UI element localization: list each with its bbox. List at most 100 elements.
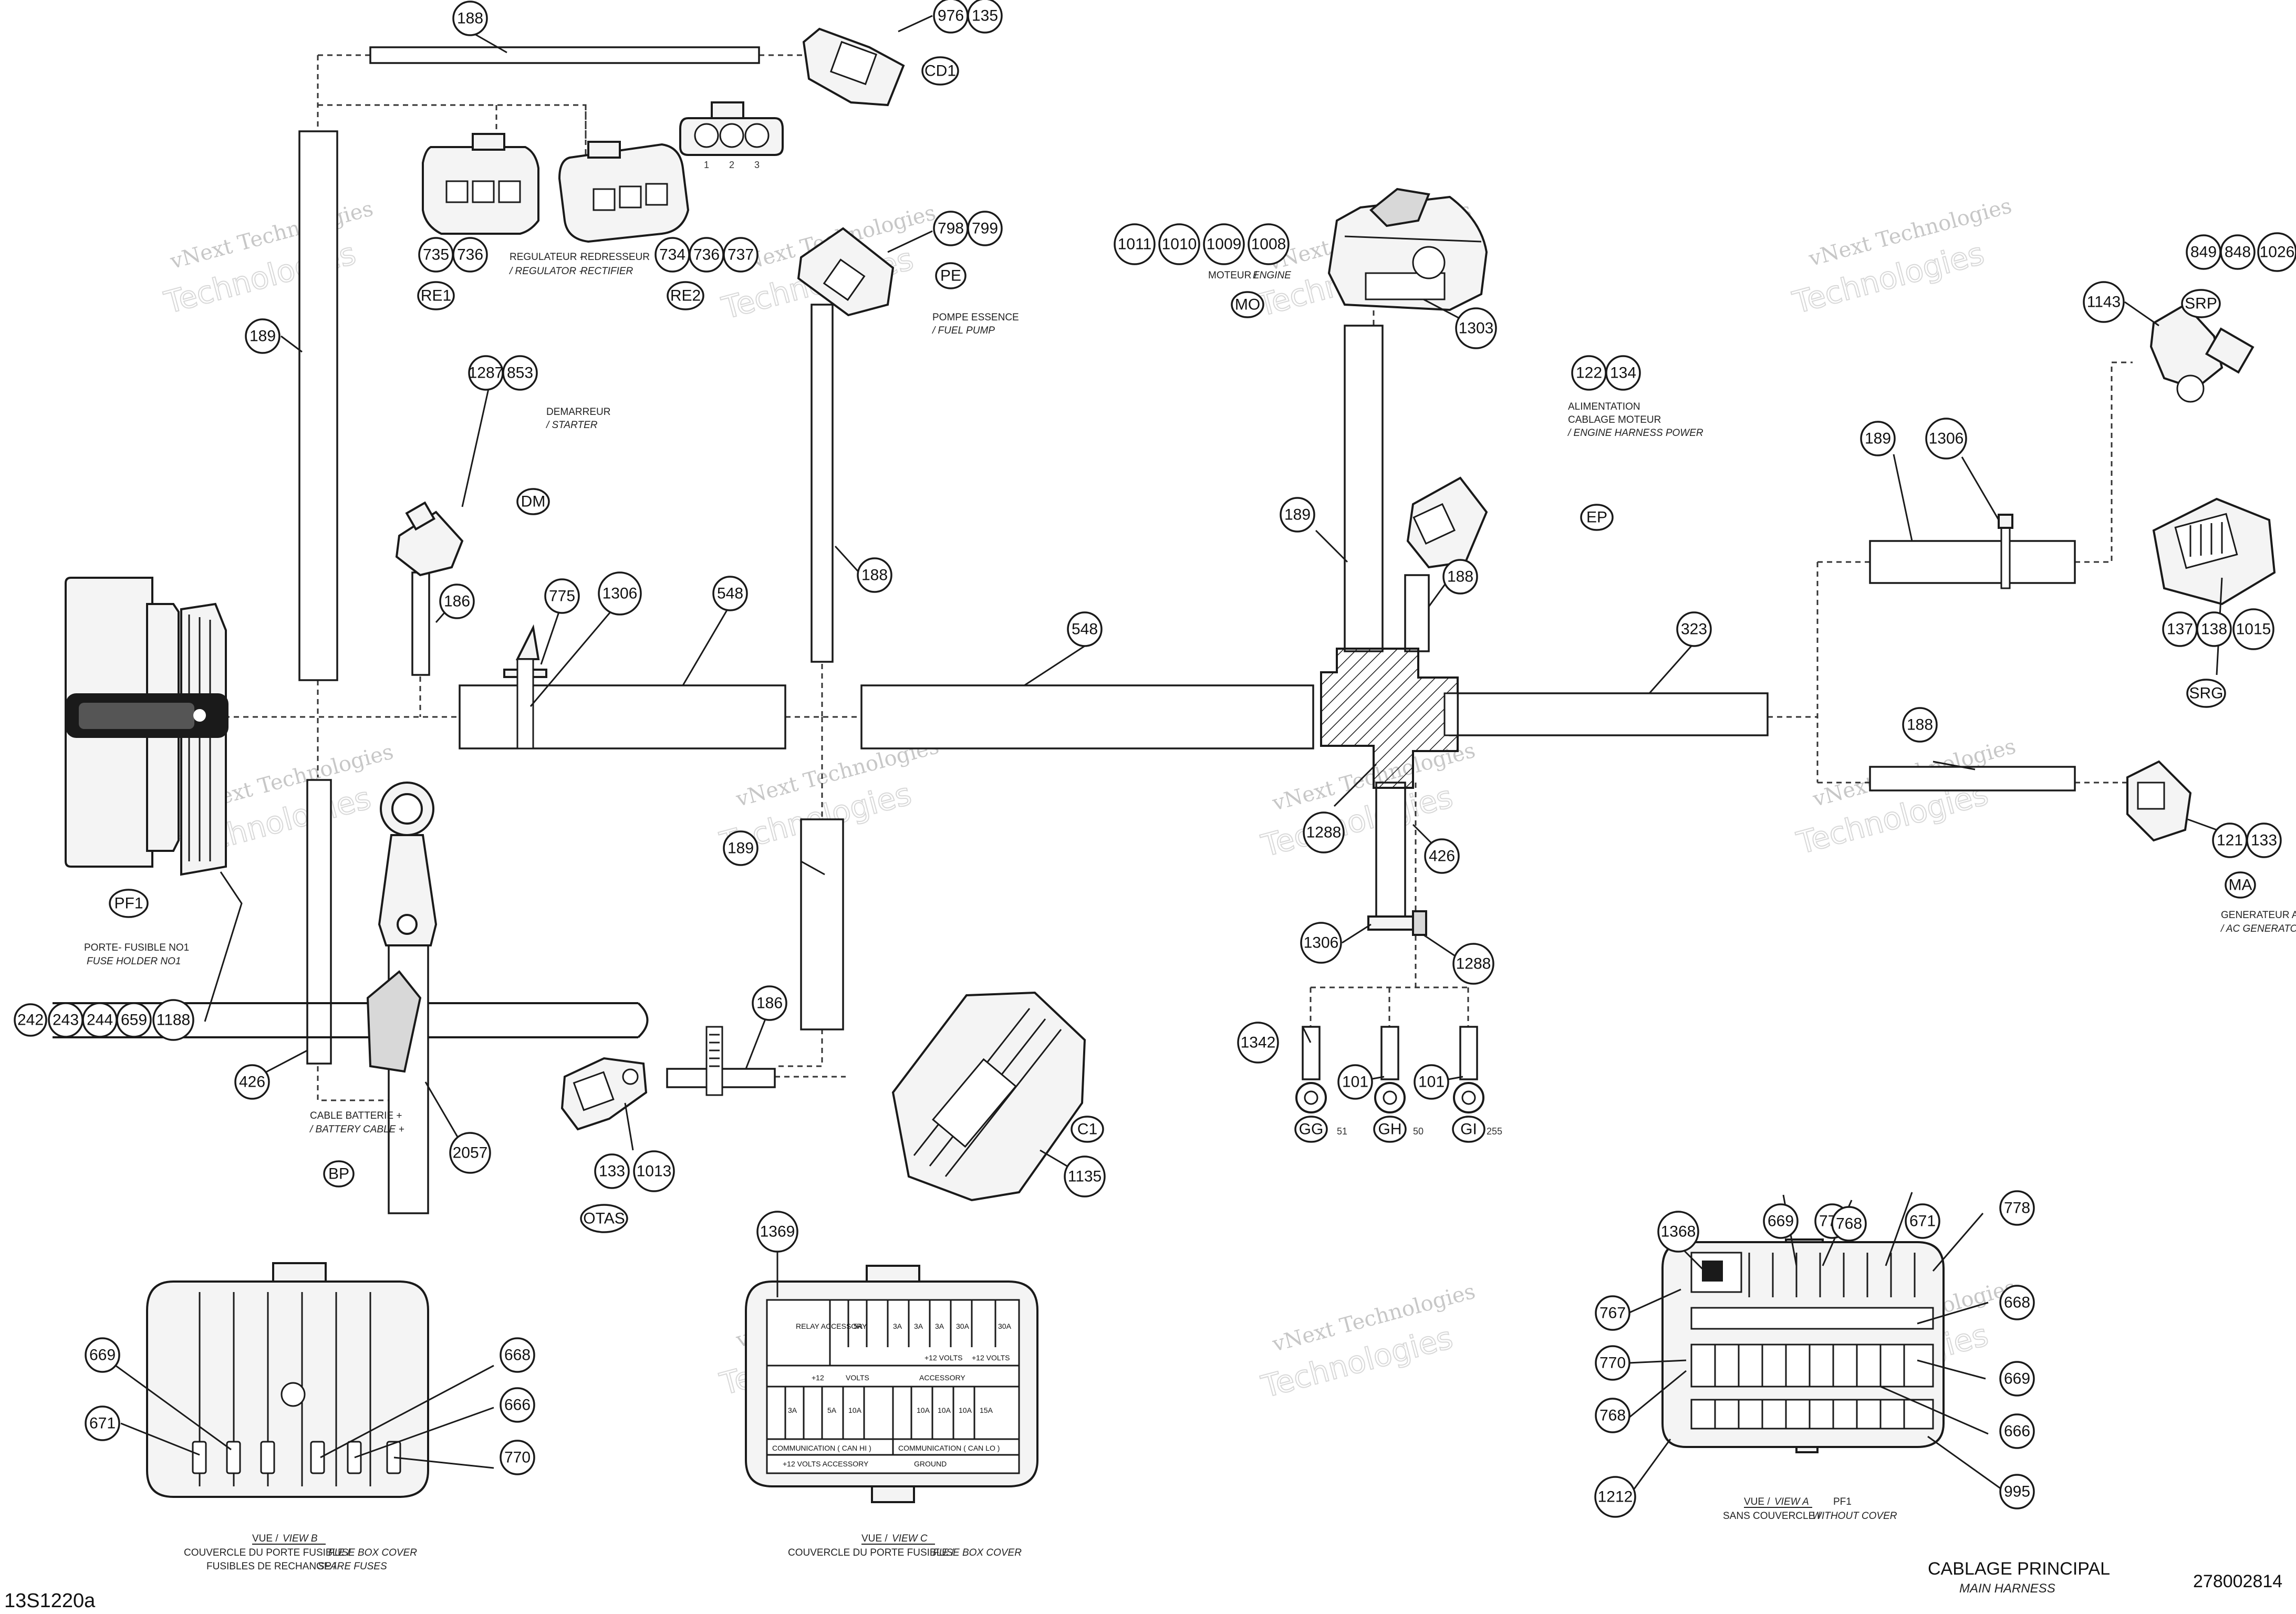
tube-188-mid xyxy=(811,304,834,663)
connector-re1 xyxy=(422,133,539,235)
svg-text:VUE /: VUE / xyxy=(252,1533,278,1544)
callout-548-left: 548 xyxy=(712,576,748,611)
svg-text:669: 669 xyxy=(2004,1370,2030,1388)
tubes xyxy=(298,46,2076,1088)
svg-text:1026: 1026 xyxy=(2260,244,2295,261)
svg-text:134: 134 xyxy=(1610,365,1636,382)
svg-text:133: 133 xyxy=(599,1163,625,1180)
svg-text:242: 242 xyxy=(17,1012,44,1029)
svg-text:995: 995 xyxy=(2004,1483,2030,1501)
label-alim-1: ALIMENTATION xyxy=(1568,401,1640,412)
svg-text:2057: 2057 xyxy=(453,1144,488,1162)
svg-text:849: 849 xyxy=(2190,244,2217,261)
svg-text:GG: GG xyxy=(1299,1121,1324,1138)
tube-189-mid xyxy=(1344,325,1384,652)
label-alim-3: / ENGINE HARNESS POWER xyxy=(1567,428,1703,439)
tube-189-low xyxy=(800,818,844,1030)
callout-849: 849 xyxy=(2186,234,2221,270)
caption-view-c: VUE / VIEW C COUVERCLE DU PORTE FUSIBLE … xyxy=(788,1533,1022,1558)
callout-848: 848 xyxy=(2220,234,2256,270)
svg-text:DM: DM xyxy=(521,493,546,511)
tie-1306-low xyxy=(1367,910,1427,936)
label-demarreur-fr: DEMARREUR xyxy=(546,407,610,418)
svg-text:186: 186 xyxy=(444,593,470,610)
svg-text:10A: 10A xyxy=(938,1406,951,1414)
callout-1288-top: 1288 xyxy=(1303,811,1345,853)
callout-122: 122 xyxy=(1571,355,1607,391)
callout-188-eng: 188 xyxy=(1442,559,1478,595)
svg-text:1288: 1288 xyxy=(1306,824,1342,841)
svg-text:736: 736 xyxy=(457,246,483,264)
callout-426-left: 426 xyxy=(234,1064,270,1100)
callout-188-mid: 188 xyxy=(857,557,892,593)
callout-659: 659 xyxy=(116,1002,152,1038)
callout-189-left: 189 xyxy=(245,318,280,354)
svg-text:666: 666 xyxy=(504,1397,531,1414)
svg-text:135: 135 xyxy=(972,7,998,25)
callout-734: 734 xyxy=(654,237,690,273)
svg-text:1303: 1303 xyxy=(1459,320,1494,337)
callout-2057: 2057 xyxy=(449,1132,491,1174)
callout-1306-right: 1306 xyxy=(1925,418,1967,460)
svg-text:799: 799 xyxy=(972,220,998,237)
callout-1013: 1013 xyxy=(633,1150,675,1192)
callout-1009: 1009 xyxy=(1203,223,1245,265)
label-demarreur-en: / STARTER xyxy=(545,420,598,431)
svg-text:768: 768 xyxy=(1836,1215,1862,1233)
callout-242: 242 xyxy=(14,1003,47,1037)
callout-133-right: 133 xyxy=(2246,822,2282,858)
code-cd1: CD1 xyxy=(921,56,959,86)
svg-text:737: 737 xyxy=(728,246,754,264)
code-ep: EP xyxy=(1580,504,1614,531)
svg-text:1306: 1306 xyxy=(602,585,638,602)
svg-text:COUVERCLE DU PORTE FUSIBLE /: COUVERCLE DU PORTE FUSIBLE / xyxy=(184,1547,350,1558)
label-regulateur-fr: REGULATEUR - xyxy=(510,252,583,263)
svg-text:10A: 10A xyxy=(959,1406,972,1414)
label-gen-fr: GENERATEUR AC xyxy=(2221,910,2296,921)
tube-548-left xyxy=(459,684,786,749)
callout-135: 135 xyxy=(967,0,1003,34)
connector-cd1 xyxy=(802,27,905,107)
svg-text:666: 666 xyxy=(2004,1423,2030,1440)
svg-text:MO: MO xyxy=(1235,296,1260,314)
svg-text:668: 668 xyxy=(2004,1294,2030,1311)
svg-text:189: 189 xyxy=(1865,430,1891,447)
label-redresseur-en: RECTIFIER xyxy=(580,266,633,277)
svg-text:1188: 1188 xyxy=(157,1012,191,1029)
svg-text:EP: EP xyxy=(1586,509,1607,526)
svg-text:15A: 15A xyxy=(980,1406,993,1414)
callout-736a: 736 xyxy=(452,237,488,273)
label-pompe-fr: POMPE ESSENCE xyxy=(932,312,1019,323)
figure-id: 13S1220a xyxy=(4,1590,96,1612)
code-pf1: PF1 xyxy=(109,889,149,918)
svg-text:VUE /: VUE / xyxy=(861,1533,888,1544)
callout-101a: 101 xyxy=(1337,1064,1373,1100)
callout-134: 134 xyxy=(1605,355,1641,391)
callout-426-mid: 426 xyxy=(1424,838,1460,874)
svg-text:1015: 1015 xyxy=(2236,621,2271,638)
code-srp: SRP xyxy=(2181,289,2221,318)
code-pe: PE xyxy=(935,262,967,289)
callout-138: 138 xyxy=(2196,611,2232,647)
code-re2: RE2 xyxy=(667,281,704,310)
callout-1287: 1287 xyxy=(468,355,504,391)
callout-995: 995 xyxy=(1999,1474,2035,1509)
tie-1306-right xyxy=(1998,514,2013,589)
svg-text:1009: 1009 xyxy=(1207,236,1242,253)
callout-666-a: 666 xyxy=(1999,1413,2035,1449)
ground-terminals xyxy=(1295,1082,1484,1113)
connector-c1 xyxy=(891,991,1086,1202)
callout-737: 737 xyxy=(723,237,759,273)
svg-text:SRG: SRG xyxy=(2189,685,2223,702)
callout-668-a: 668 xyxy=(1999,1285,2035,1320)
svg-text:188: 188 xyxy=(457,10,483,27)
svg-text:COMMUNICATION ( CAN LO ): COMMUNICATION ( CAN LO ) xyxy=(898,1444,1000,1452)
callout-188-top: 188 xyxy=(452,1,488,36)
svg-text:3: 3 xyxy=(754,160,760,170)
callout-189-low: 189 xyxy=(723,830,759,866)
callout-121: 121 xyxy=(2212,822,2248,858)
clip-775 xyxy=(503,624,547,749)
svg-text:VIEW C: VIEW C xyxy=(892,1533,928,1544)
svg-text:1008: 1008 xyxy=(1251,236,1286,253)
svg-text:1287: 1287 xyxy=(469,365,504,382)
